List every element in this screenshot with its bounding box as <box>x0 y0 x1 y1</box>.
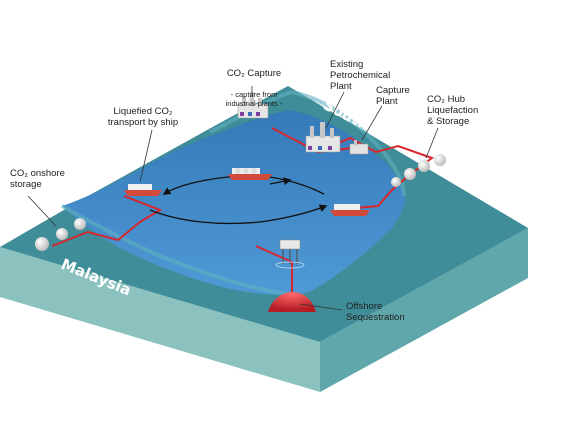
tank-group-korea <box>391 154 446 187</box>
hub-label: CO₂ Hub Liquefaction & Storage <box>427 94 479 127</box>
tank-icon <box>404 168 416 180</box>
tank-icon <box>74 218 86 230</box>
tank-icon <box>56 228 68 240</box>
leader-onshore <box>27 195 57 227</box>
transport-label: Liquefied CO₂ transport by ship <box>107 106 179 128</box>
plant-icon <box>237 92 269 119</box>
leader-sequestration <box>299 303 343 311</box>
onshore-label: CO₂ onshore storage <box>10 168 65 190</box>
terrain-side-face <box>320 228 528 392</box>
capture-subtitle: - capture from industrial plants - <box>225 90 283 108</box>
leader-capture-plant <box>361 105 383 141</box>
route-arrow-right <box>269 177 292 186</box>
ship-icon <box>124 184 162 196</box>
tank-group-malaysia <box>35 218 86 251</box>
leader-lines <box>27 86 439 311</box>
tank-icon <box>418 160 430 172</box>
leader-petrochemical <box>325 91 345 129</box>
leader-transport <box>139 129 153 183</box>
capture-plant-icon <box>349 140 369 155</box>
petrochemical-label: Existing Petrochemical Plant <box>330 59 391 92</box>
tank-icon <box>35 237 49 251</box>
terrain-front-face <box>0 247 320 392</box>
tank-icon <box>434 154 446 166</box>
platform-icon <box>275 239 305 269</box>
sequestration-dome <box>268 292 316 312</box>
pipeline-malaysia <box>51 195 163 247</box>
route-arrow-lower <box>149 204 328 225</box>
capture-label: CO₂ Capture - capture from industrial pl… <box>206 57 302 119</box>
tank-icon <box>391 177 401 187</box>
sequestration-label: Offshore Sequestration <box>346 301 405 323</box>
ship-icon <box>330 204 370 216</box>
ship-icon <box>228 168 272 180</box>
capture-plant-label: Capture Plant <box>376 85 410 107</box>
plant-icon <box>305 122 341 153</box>
coastline-malaysia <box>61 204 301 298</box>
capture-title: CO₂ Capture <box>226 68 282 79</box>
leader-hub <box>425 127 439 159</box>
